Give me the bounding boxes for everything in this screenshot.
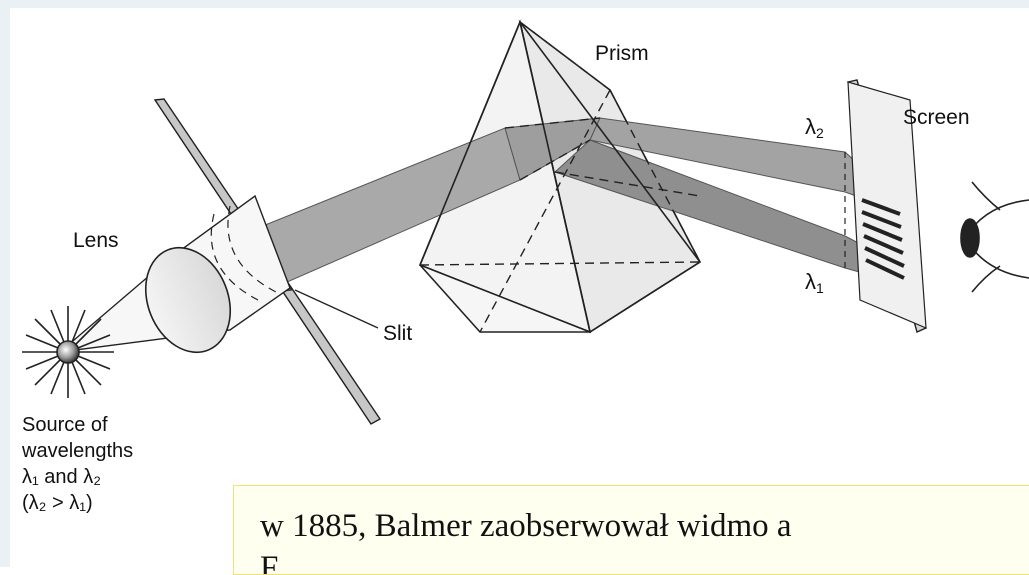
prism-label: Prism	[595, 42, 649, 65]
note-text-box[interactable]: w 1885, Balmer zaobserwował widmo a F	[233, 485, 1029, 575]
prism-hidden-edges	[419, 21, 701, 333]
lambda1-label: λ1	[805, 269, 824, 297]
note-line-1: w 1885, Balmer zaobserwował widmo a	[260, 508, 792, 544]
light-source-icon	[22, 306, 114, 398]
source-caption-line2: wavelengths	[22, 440, 134, 462]
slit-label: Slit	[383, 322, 413, 345]
source-caption-line4: (λ₂ > λ₁)	[22, 492, 93, 514]
slit-leader	[294, 289, 379, 329]
screen-label: Screen	[903, 106, 970, 129]
lens-assembly	[57, 194, 291, 354]
lens	[144, 246, 232, 354]
source-caption: Source of wavelengths λ₁ and λ₂ (λ₂ > λ₁…	[22, 412, 133, 516]
note-line-2: F	[260, 550, 279, 575]
prism-edges	[419, 21, 701, 333]
lens-label: Lens	[73, 229, 119, 252]
screen	[844, 79, 927, 333]
screen-face	[847, 81, 927, 329]
eye-icon	[960, 181, 1029, 293]
source-caption-line1: Source of	[22, 414, 108, 436]
prism-base-front	[419, 264, 591, 333]
lambda2-label: λ2	[805, 114, 824, 142]
source-caption-line3: λ₁ and λ₂	[22, 466, 101, 488]
diagram-artwork	[22, 19, 1029, 425]
spectroscope-diagram: Prism Screen Lens Slit λ2 λ1 Source of w…	[10, 8, 1029, 567]
spectral-lines	[861, 198, 905, 280]
